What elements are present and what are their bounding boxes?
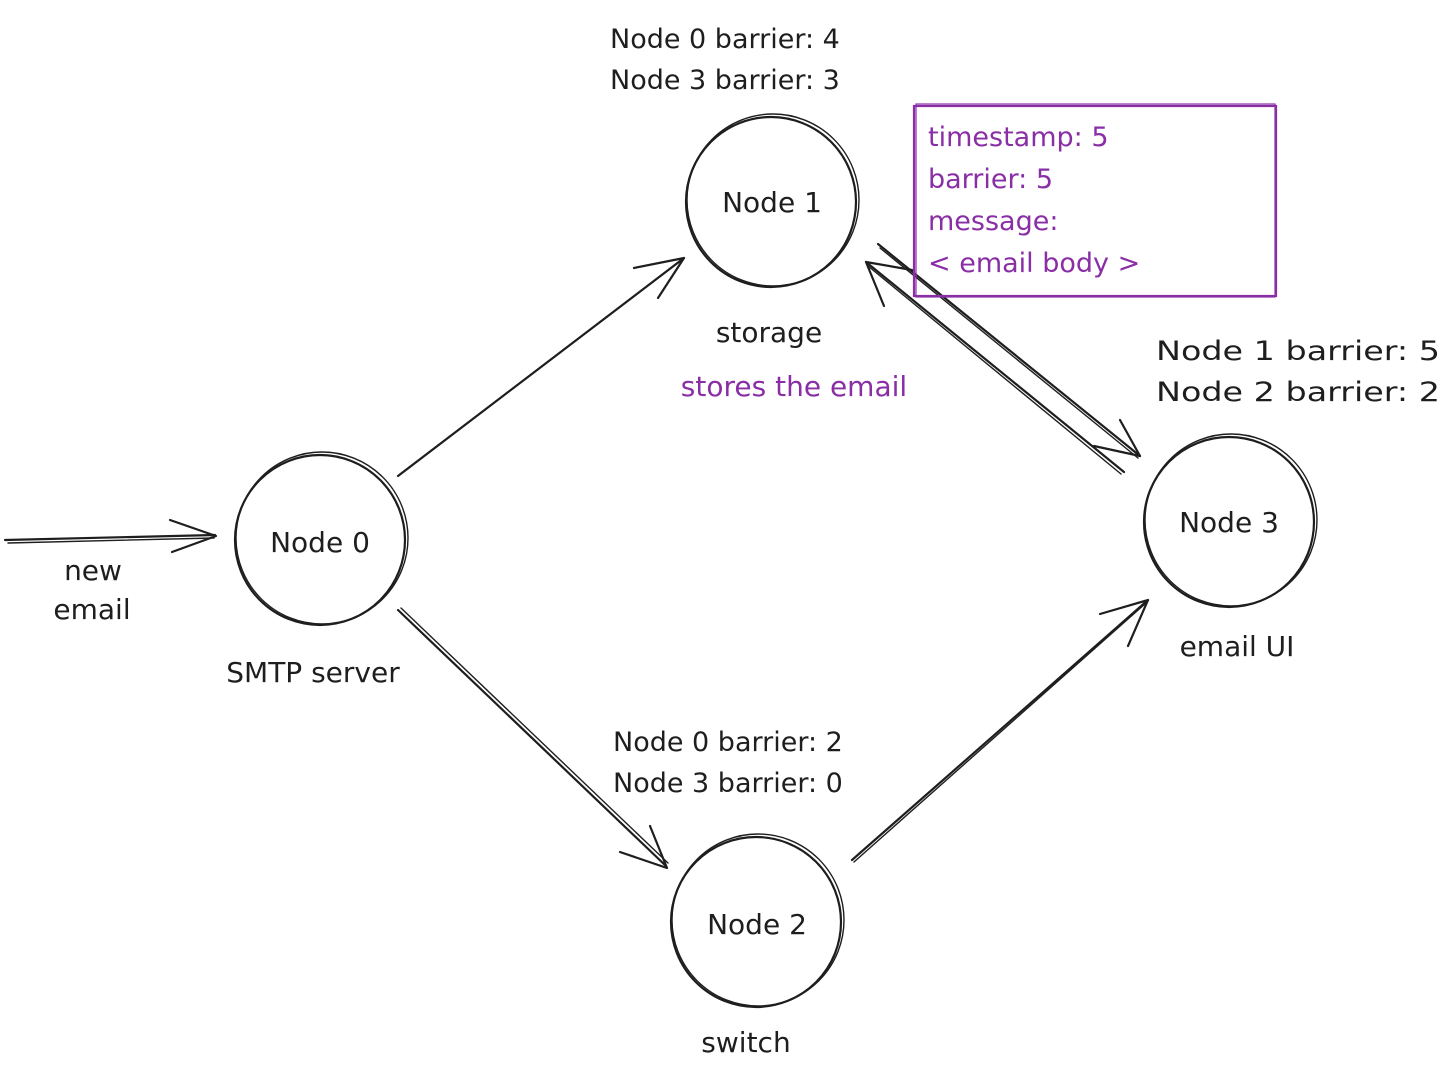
message-box-border bbox=[912, 104, 1278, 298]
node-3-barrier-1: Node 2 barrier: 2 bbox=[1156, 377, 1440, 408]
node-1[interactable]: Node 1 bbox=[684, 113, 860, 289]
node-0-role: SMTP server bbox=[226, 656, 400, 689]
arrow-node0-to-node1 bbox=[396, 256, 686, 478]
node-3-barrier-0: Node 1 barrier: 5 bbox=[1156, 336, 1440, 367]
arrow-node2-to-node3 bbox=[850, 598, 1150, 863]
node-2-role: switch bbox=[701, 1026, 790, 1059]
node-1-barrier-1: Node 3 barrier: 3 bbox=[610, 65, 840, 96]
node-1-note: stores the email bbox=[681, 370, 907, 403]
arrow-node0-to-node2 bbox=[396, 607, 669, 870]
node-3-role: email UI bbox=[1180, 630, 1295, 663]
node-2-barrier-0: Node 0 barrier: 2 bbox=[613, 727, 843, 758]
node-3-circle bbox=[1142, 435, 1316, 609]
message-barrier: barrier: 5 bbox=[928, 164, 1053, 195]
arrow-node3-to-node1 bbox=[864, 260, 1126, 475]
node-1-circle bbox=[684, 115, 858, 289]
node-3-circle-sketch bbox=[1144, 433, 1318, 607]
arrow-node1-to-node3 bbox=[876, 242, 1142, 459]
node-1-barrier-0: Node 0 barrier: 4 bbox=[610, 24, 840, 55]
message-box: timestamp: 5 barrier: 5 message: < email… bbox=[912, 103, 1278, 298]
node-1-role: storage bbox=[716, 316, 822, 349]
node-0-label: Node 0 bbox=[270, 526, 370, 559]
node-2-circle bbox=[669, 835, 843, 1009]
input-label-line2: email bbox=[53, 593, 130, 626]
node-0-circle-sketch bbox=[235, 451, 409, 625]
message-box-border-sketch bbox=[915, 103, 1276, 298]
node-2-barrier-1: Node 3 barrier: 0 bbox=[613, 768, 843, 799]
input-label-line1: new bbox=[64, 554, 122, 587]
message-body: < email body > bbox=[928, 248, 1140, 279]
node-2-label: Node 2 bbox=[707, 908, 807, 941]
message-timestamp: timestamp: 5 bbox=[928, 122, 1109, 153]
node-2[interactable]: Node 2 bbox=[669, 833, 845, 1009]
node-3[interactable]: Node 3 bbox=[1142, 433, 1318, 609]
node-3-label: Node 3 bbox=[1179, 506, 1279, 539]
node-2-circle-sketch bbox=[671, 833, 845, 1007]
node-0[interactable]: Node 0 bbox=[233, 451, 409, 627]
node-0-circle bbox=[233, 453, 407, 627]
node-1-label: Node 1 bbox=[722, 186, 822, 219]
arrow-input-to-node0 bbox=[3, 518, 218, 554]
message-label: message: bbox=[928, 206, 1058, 237]
node-1-circle-sketch bbox=[686, 113, 860, 287]
